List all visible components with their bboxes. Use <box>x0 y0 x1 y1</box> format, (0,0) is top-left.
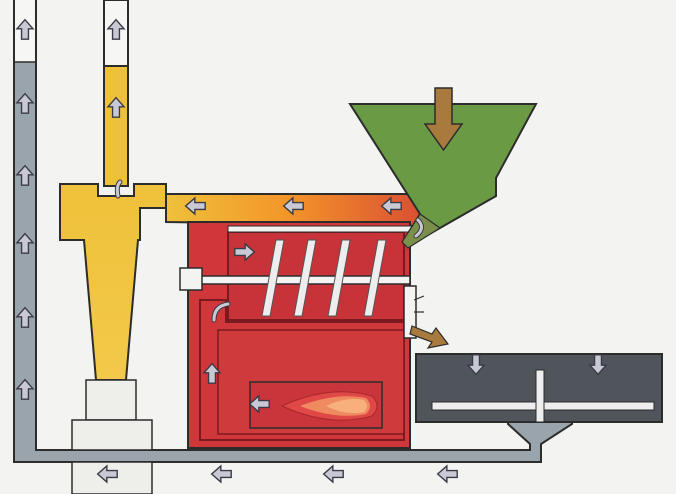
flow-arrow-icon <box>322 464 344 484</box>
flow-arrow-icon <box>248 394 270 414</box>
flow-arrow-icon <box>15 164 35 186</box>
cyclone-separator <box>59 183 167 494</box>
flame-icon <box>280 391 378 421</box>
flow-arrow-icon <box>15 92 35 114</box>
feed-arrow-icon <box>423 87 464 152</box>
flow-arrow-icon <box>184 196 206 216</box>
flow-arrow-icon <box>96 464 118 484</box>
flow-arrow-icon <box>15 378 35 400</box>
flow-arrow-icon <box>15 306 35 328</box>
burner-with-flame <box>249 381 383 429</box>
flow-arrow-icon <box>15 232 35 254</box>
product-cooler <box>415 353 663 423</box>
cyclone-inlet-arrow-fill <box>115 180 122 198</box>
hopper-turn-arrow-fill <box>414 218 423 238</box>
flow-arrow-icon <box>588 354 608 376</box>
flow-arrow-icon <box>15 18 35 40</box>
flow-arrow-icon <box>234 242 256 262</box>
flow-arrow-icon <box>466 354 486 376</box>
chamber-turn-arrow-fill <box>212 302 230 322</box>
flow-arrow-icon <box>282 196 304 216</box>
flow-arrow-icon <box>380 196 402 216</box>
product-discharge-arrow <box>409 295 450 349</box>
flow-arrow-icon <box>106 96 126 118</box>
flow-arrow-icon <box>106 18 126 40</box>
feed-hopper <box>348 87 538 249</box>
flow-arrows <box>15 18 608 484</box>
flow-arrow-icon <box>210 464 232 484</box>
flow-arrow-icon <box>436 464 458 484</box>
flow-arrow-icon <box>202 362 222 384</box>
